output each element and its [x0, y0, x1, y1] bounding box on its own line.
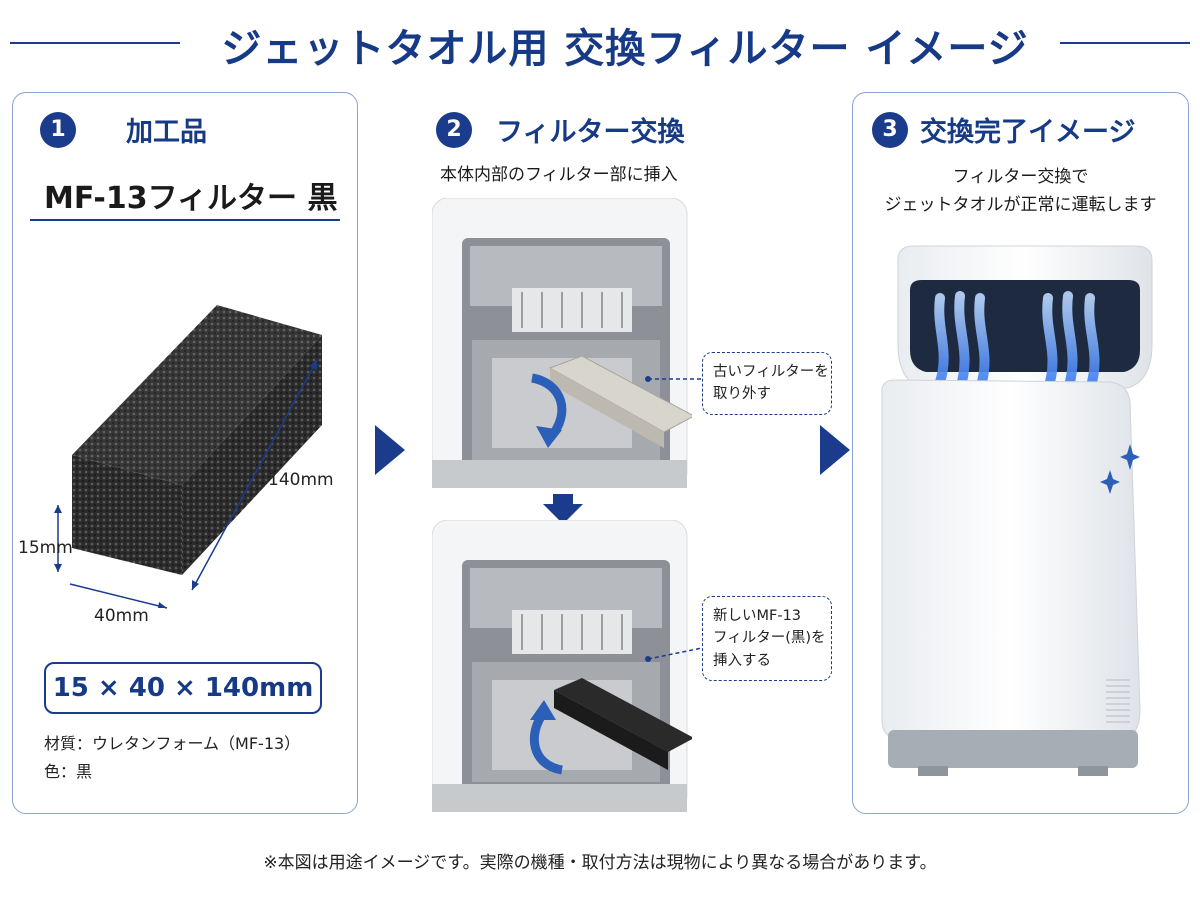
dim-height: 15mm: [18, 538, 73, 558]
sparkle-icon: [1100, 444, 1140, 494]
step3-description-line-2: ジェットタオルが正常に運転します: [884, 195, 1157, 215]
title-row: ジェットタオル用 交換フィルター イメージ: [0, 14, 1200, 74]
dim-width: 40mm: [94, 606, 149, 626]
size-box: 15 × 40 × 140mm: [44, 662, 322, 714]
title-line-left: [10, 42, 180, 44]
color-spec: 色：黒: [44, 762, 93, 781]
arrow-right-1: [375, 425, 405, 475]
foam-block-illustration: [54, 305, 322, 609]
step-title-complete: 交換完了イメージ: [920, 117, 1136, 148]
machine-remove-illustration: [432, 198, 692, 488]
machine-insert-illustration: [432, 520, 692, 812]
arrow-down: [543, 494, 583, 524]
step-title-filter-exchange: フィルター交換: [496, 117, 685, 148]
callout-remove-line-1: 古いフィルターを: [713, 364, 829, 380]
callout-insert-line-1: 新しいMF-13: [713, 608, 802, 624]
footnote: ※本図は用途イメージです。実際の機種・取付方法は現物により異なる場合があります。: [263, 853, 937, 873]
step-number-1: 1: [40, 112, 76, 148]
hand-dryer-illustration: [881, 245, 1153, 776]
callout-remove-leader: [645, 376, 702, 382]
callout-remove-old-filter: 古いフィルターを 取り外す: [702, 352, 832, 415]
step-number-2: 2: [436, 112, 472, 148]
product-underline: [30, 219, 340, 221]
callout-insert-leader: [645, 647, 703, 662]
step3-description-line-1: フィルター交換で: [952, 167, 1089, 187]
callout-insert-line-2: フィルター(黒)を: [713, 630, 826, 647]
title-line-right: [1060, 42, 1190, 44]
callout-insert-new-filter: 新しいMF-13 フィルター(黒)を 挿入する: [702, 596, 832, 682]
product-name: MF-13フィルター 黒: [44, 181, 338, 216]
page-title: ジェットタオル用 交換フィルター イメージ: [221, 26, 1029, 72]
step-number-3: 3: [872, 112, 908, 148]
callout-remove-line-2: 取り外す: [713, 386, 771, 403]
callout-insert-line-3: 挿入する: [713, 652, 771, 669]
dim-length: 140mm: [268, 470, 334, 490]
step2-subtitle: 本体内部のフィルター部に挿入: [440, 165, 678, 185]
arrow-right-2: [820, 425, 850, 475]
material-spec: 材質：ウレタンフォーム（MF-13）: [44, 734, 301, 753]
step-title-processed: 加工品: [126, 117, 207, 148]
